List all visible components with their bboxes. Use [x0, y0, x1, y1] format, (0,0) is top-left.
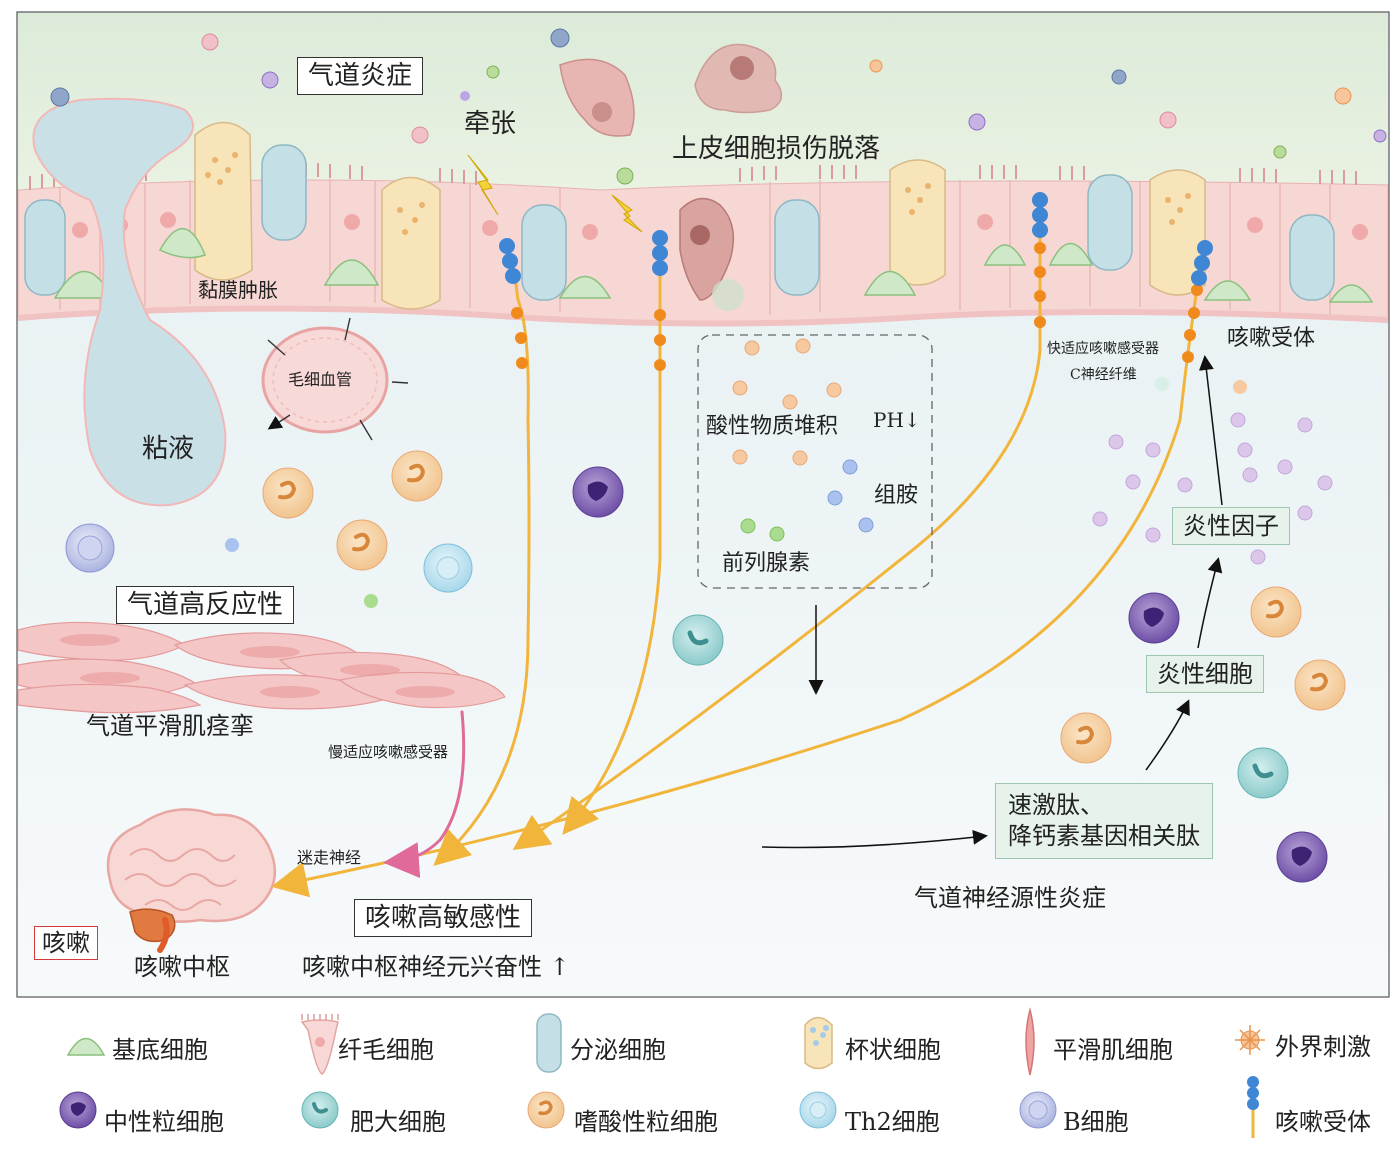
c-fiber-label: C神经纤维	[1070, 367, 1137, 383]
mucosal-edema-label: 黏膜肿胀	[198, 278, 278, 302]
nerve-nodes	[511, 242, 1203, 371]
legend-item-eosinophil: 嗜酸性粒细胞	[574, 1108, 718, 1136]
legend-item-smooth-muscle-cell: 平滑肌细胞	[1053, 1036, 1173, 1064]
nerve-fibers	[271, 228, 1202, 898]
external-stimuli	[50, 28, 1387, 185]
flow-arrows	[761, 355, 1223, 849]
legend-item-ciliated-cell: 纤毛细胞	[338, 1036, 434, 1064]
legend-item-cough-receptor: 咳嗽受体	[1275, 1108, 1371, 1136]
neuropeptides-box: 速激肽、 降钙素基因相关肽	[995, 783, 1213, 860]
neurogenic-inflammation-label: 气道神经源性炎症	[914, 884, 1106, 912]
inflammatory-factor-label: 炎性因子	[1172, 507, 1290, 545]
capillary	[263, 317, 409, 440]
legend-item-goblet-cell: 杯状细胞	[845, 1036, 941, 1064]
legend-item-b-cell: B细胞	[1063, 1108, 1129, 1136]
capillary-label: 毛细血管	[288, 370, 353, 389]
neuropeptides-line2: 降钙素基因相关肽	[1008, 822, 1200, 851]
brain	[106, 808, 277, 953]
neuropeptides-line1: 速激肽、	[1008, 791, 1104, 819]
stretch-label: 牵张	[464, 109, 517, 139]
cough-center-label: 咳嗽中枢	[134, 953, 230, 981]
legend-item-external-stimulus: 外界刺激	[1275, 1033, 1371, 1061]
mucus-label: 粘液	[142, 434, 195, 464]
epithelial-shedding-label: 上皮细胞损伤脱落	[672, 134, 881, 164]
mucus-gland	[32, 97, 227, 507]
vagus-nerve-label: 迷走神经	[297, 848, 362, 867]
prostaglandin-label: 前列腺素	[722, 551, 811, 576]
shed-epithelial-cells	[559, 43, 783, 311]
acid-accumulation-label: 酸性物质堆积	[706, 414, 839, 439]
legend-item-mast-cell: 肥大细胞	[350, 1108, 446, 1136]
smooth-muscle-spasm-label: 气道平滑肌痉挛	[86, 712, 254, 740]
legend-item-th2-cell: Th2细胞	[845, 1108, 940, 1136]
legend-icons	[59, 1007, 1265, 1138]
histamine-label: 组胺	[874, 483, 919, 508]
airway-inflammation-label: 气道炎症	[297, 57, 424, 95]
mediator-box	[697, 334, 933, 589]
cough-hypersensitivity-label: 咳嗽高敏感性	[354, 899, 533, 937]
cough-center-excitability-label: 咳嗽中枢神经元兴奋性 ↑	[302, 953, 570, 981]
ph-down-label: PH↓	[873, 408, 921, 432]
fast-adapting-receptor-label: 快适应咳嗽感受器	[1047, 341, 1159, 357]
immune-cells	[65, 450, 1346, 883]
slow-adapting-receptor-label: 慢适应咳嗽感受器	[328, 743, 449, 761]
cough-receptor-label: 咳嗽受体	[1227, 326, 1316, 351]
inflammatory-cell-label: 炎性细胞	[1146, 655, 1264, 693]
cough-receptors	[499, 192, 1213, 286]
legend-item-neutrophil: 中性粒细胞	[104, 1108, 224, 1136]
legend-item-basal-cell: 基底细胞	[112, 1036, 208, 1064]
cough-label: 咳嗽	[34, 926, 98, 960]
legend-item-secretory-cell: 分泌细胞	[570, 1036, 666, 1064]
airway-hyperreactivity-label: 气道高反应性	[116, 586, 295, 624]
